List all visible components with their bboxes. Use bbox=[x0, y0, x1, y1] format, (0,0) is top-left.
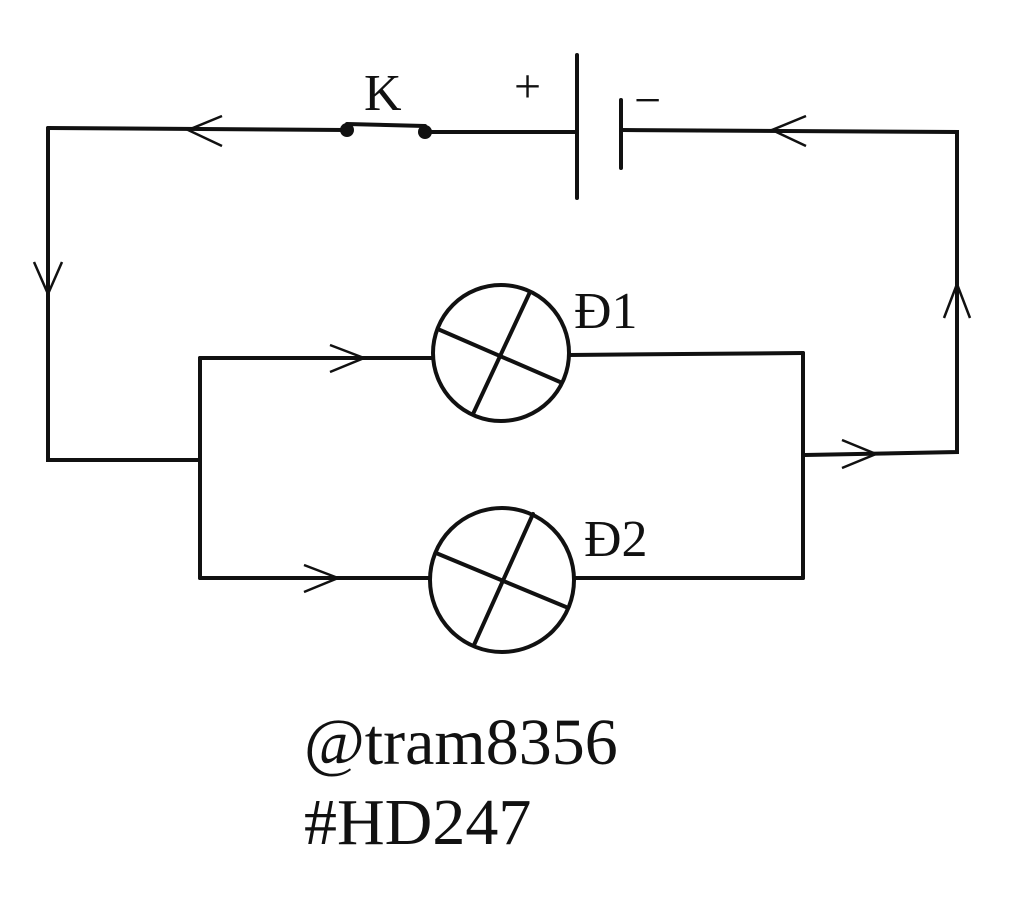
lamp-d1-icon bbox=[431, 283, 571, 423]
switch-label: K bbox=[364, 65, 402, 122]
wire-branch1-out bbox=[567, 351, 805, 357]
switch-k bbox=[340, 122, 432, 139]
lamp-d2-icon bbox=[428, 506, 576, 654]
battery bbox=[575, 53, 623, 200]
wire-top-left bbox=[46, 126, 347, 132]
arrow-left-icon bbox=[768, 114, 807, 148]
wire-left bbox=[46, 126, 202, 462]
tag-caption: #HD247 bbox=[304, 786, 532, 859]
arrow-down-icon bbox=[32, 261, 64, 298]
arrow-up-icon bbox=[942, 280, 972, 319]
arrow-right-icon bbox=[303, 563, 342, 594]
arrow-right-icon bbox=[329, 343, 368, 374]
lamp2-label: Đ2 bbox=[584, 511, 648, 568]
arrow-right-icon bbox=[841, 438, 880, 470]
author-caption: @tram8356 bbox=[304, 706, 618, 779]
arrow-left-icon bbox=[184, 114, 223, 148]
lamp1-label: Đ1 bbox=[574, 283, 638, 340]
wire-right bbox=[619, 128, 959, 457]
battery-minus-label: − bbox=[634, 74, 661, 127]
battery-plus-label: + bbox=[514, 60, 541, 113]
